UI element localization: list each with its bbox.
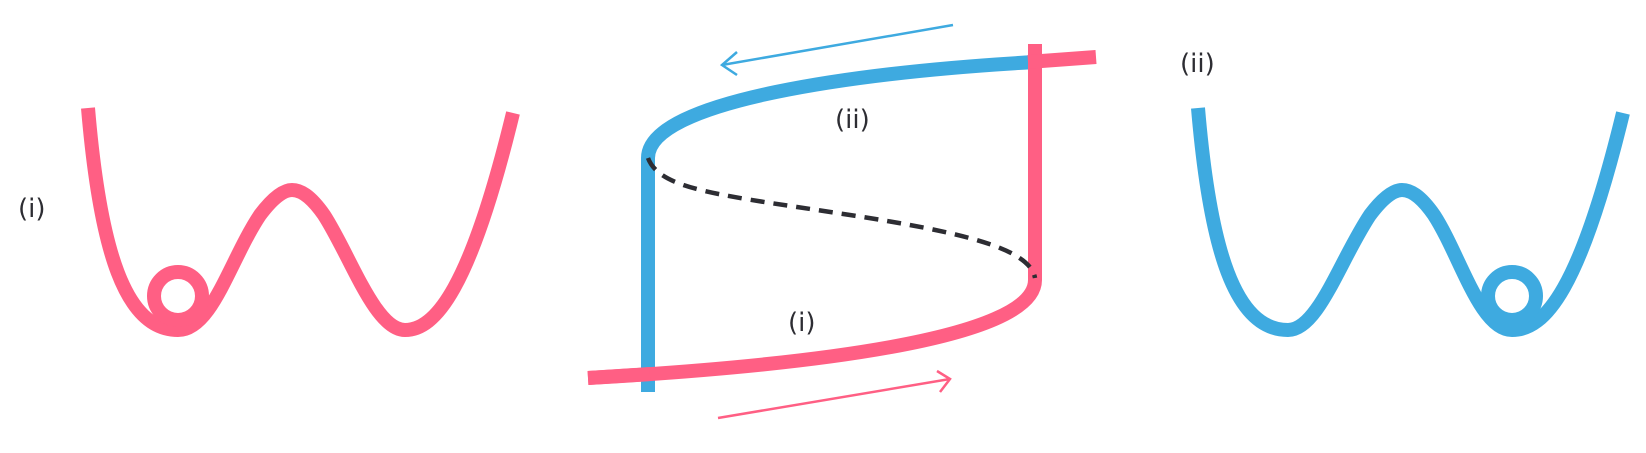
lower-branch-curve [587,44,1042,385]
upper-branch-label: (ii) [835,105,870,135]
ball-left-well [147,265,209,327]
unstable-branch-dashed [645,157,1038,279]
right-panel-label: (ii) [1180,49,1215,79]
arrow-left-icon [719,23,954,77]
ball-right-well [1481,265,1543,327]
left-potential-panel: (i) [18,107,520,338]
left-panel-label: (i) [18,194,46,224]
left-potential-curve [81,107,520,338]
lower-branch-extension [587,367,651,385]
lower-branch-label: (i) [788,308,816,338]
upper-branch-extension [1027,50,1097,69]
upper-branch-curve [641,55,1036,392]
hysteresis-panel: (ii) (i) [587,23,1097,420]
arrow-right-icon [717,369,952,420]
right-potential-curve [1191,107,1630,338]
right-potential-panel: (ii) [1180,49,1630,338]
